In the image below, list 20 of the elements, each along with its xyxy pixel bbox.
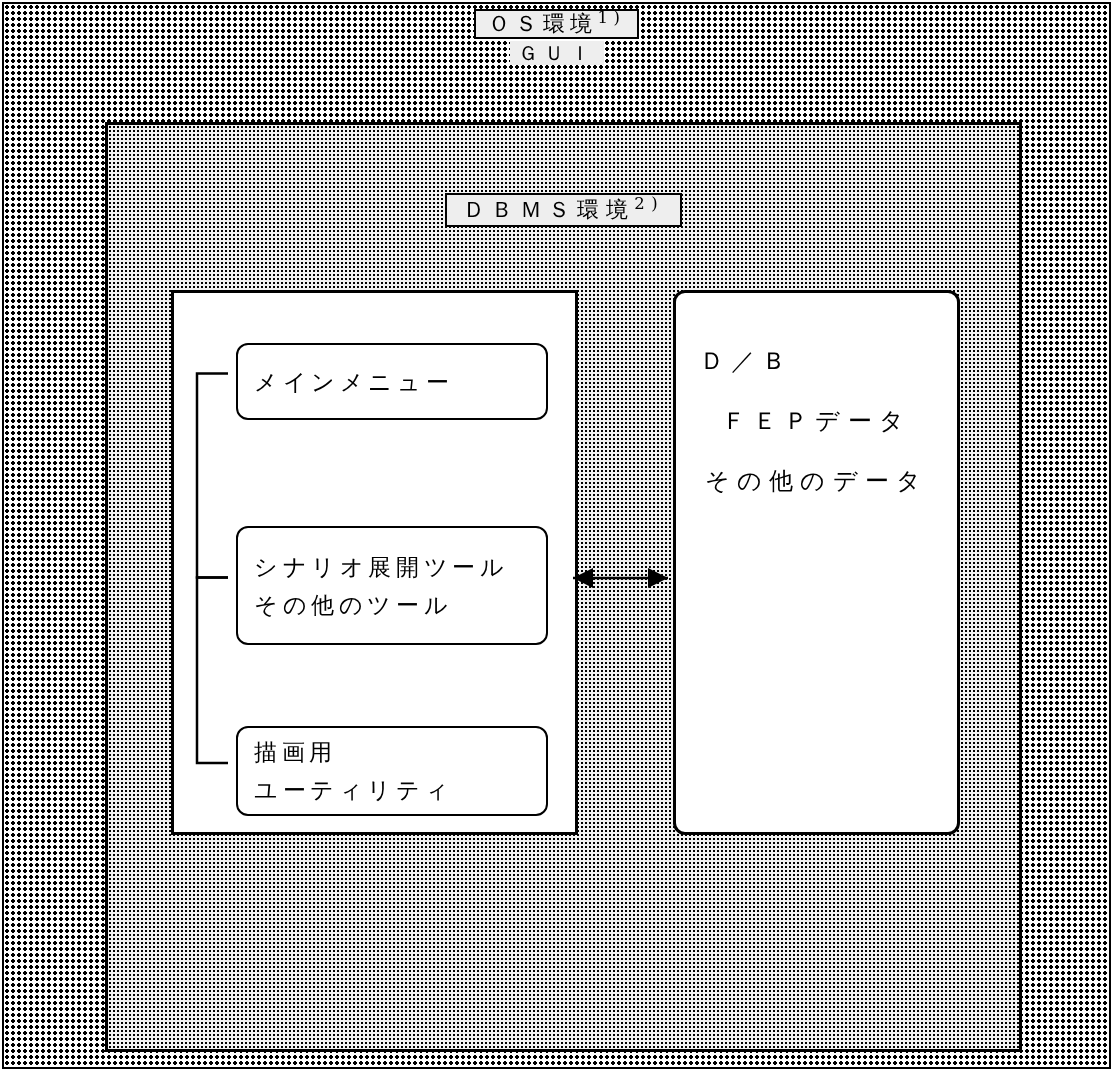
- connector-line: [195, 576, 228, 765]
- box-text: 描画用: [254, 738, 337, 767]
- tool-panel: [171, 290, 578, 835]
- box-text: その他のツール: [254, 590, 453, 620]
- box-heading: Ｄ／Ｂ: [699, 346, 795, 377]
- tool-box: [236, 526, 548, 645]
- environment-region: [105, 122, 1022, 1052]
- box-text: シナリオ展開ツール: [254, 552, 509, 582]
- region-heading: ＯＳ環境$^{1)}$: [473, 9, 640, 39]
- box-text: その他のデータ: [703, 466, 930, 497]
- tool-box: [236, 343, 548, 420]
- connector-line: [195, 372, 228, 579]
- arrow: [573, 568, 668, 588]
- box-text: ユーティリティ: [254, 776, 454, 805]
- region-subheading: ＧＵＩ: [509, 41, 604, 65]
- region-heading: ＤＢＭＳ環境$^{2)}$: [444, 193, 683, 227]
- box-text: メインメニュー: [254, 367, 454, 397]
- database-box: [673, 290, 960, 835]
- tool-box: [236, 726, 548, 816]
- box-text: ＦＥＰデータ: [720, 406, 913, 437]
